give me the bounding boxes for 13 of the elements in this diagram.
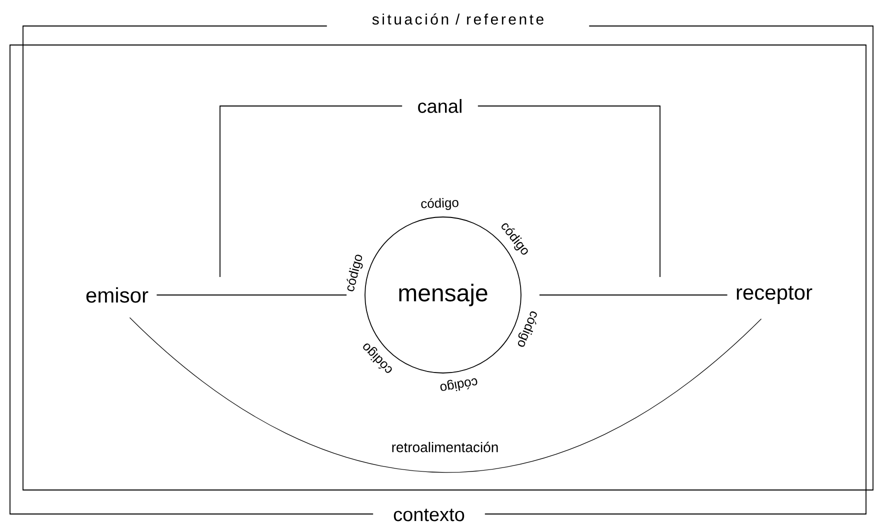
connector-line bbox=[129, 317, 762, 473]
label: emisor bbox=[86, 287, 148, 303]
code-label: código bbox=[346, 254, 363, 292]
label: receptor bbox=[736, 286, 812, 304]
code-label: código bbox=[518, 311, 537, 347]
connector-line bbox=[477, 106, 660, 278]
label: canal bbox=[418, 99, 462, 113]
connector-line bbox=[220, 106, 403, 278]
edge-label: retroalimentación bbox=[392, 442, 498, 452]
code-label: código bbox=[421, 198, 458, 210]
code-label: código bbox=[440, 378, 478, 392]
connector-line bbox=[156, 294, 347, 296]
connector-line bbox=[539, 294, 728, 296]
